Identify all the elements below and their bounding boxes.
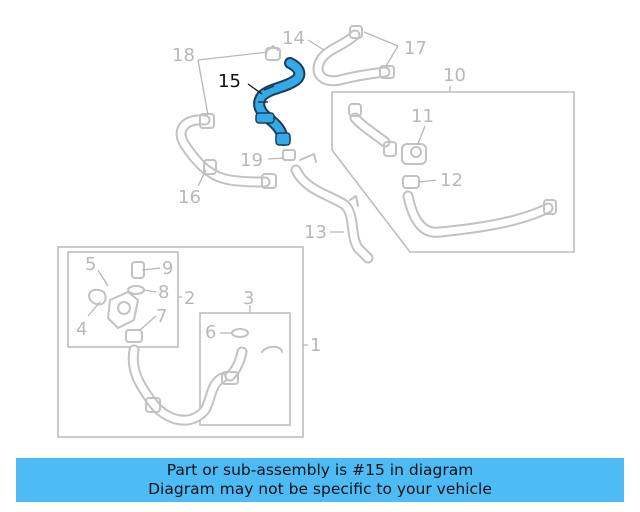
leader-lines (87, 31, 451, 346)
callout-16: 16 (178, 187, 201, 208)
fitting-11 (401, 143, 427, 165)
highlighted-hose-15 (253, 57, 306, 146)
callout-11: 11 (411, 106, 434, 127)
callout-13: 13 (304, 222, 327, 243)
hose-1 (127, 344, 228, 426)
assembly-box-10 (331, 91, 575, 253)
callout-2: 2 (184, 288, 195, 309)
banner-line-1: Part or sub-assembly is #15 in diagram (166, 461, 474, 479)
parts-3 (221, 328, 283, 385)
hose-14 (312, 25, 395, 87)
callout-4: 4 (76, 319, 87, 340)
callout-17: 17 (404, 38, 427, 59)
callout-8: 8 (158, 282, 169, 303)
banner-line-2: Diagram may not be specific to your vehi… (148, 480, 492, 498)
callout-14: 14 (282, 28, 305, 49)
clamp-12 (402, 175, 420, 189)
callout-labels: 18 14 17 15 10 11 12 19 16 13 5 9 8 2 3 … (76, 28, 466, 356)
callout-3: 3 (243, 288, 254, 309)
callout-19: 19 (240, 150, 263, 171)
callout-12: 12 (440, 170, 463, 191)
sub-box-2 (67, 251, 179, 348)
callout-18: 18 (172, 45, 195, 66)
parts-diagram: 18 14 17 15 10 11 12 19 16 13 5 9 8 2 3 … (57, 25, 575, 438)
callout-7: 7 (156, 306, 167, 327)
callout-10: 10 (443, 65, 466, 86)
callout-6: 6 (205, 322, 216, 343)
info-banner: Part or sub-assembly is #15 in diagram D… (16, 458, 624, 502)
callout-15: 15 (218, 71, 241, 92)
hose-16 (175, 113, 277, 189)
assembly-box-1 (57, 246, 304, 438)
callout-1: 1 (310, 335, 321, 356)
sub-box-3 (199, 312, 291, 426)
callout-9: 9 (162, 258, 173, 279)
callout-5: 5 (85, 254, 96, 275)
housing-2-parts (88, 261, 145, 343)
clamp-18 (265, 45, 281, 61)
hose-assembly-10 (348, 103, 557, 238)
pipe-13 (282, 149, 374, 264)
